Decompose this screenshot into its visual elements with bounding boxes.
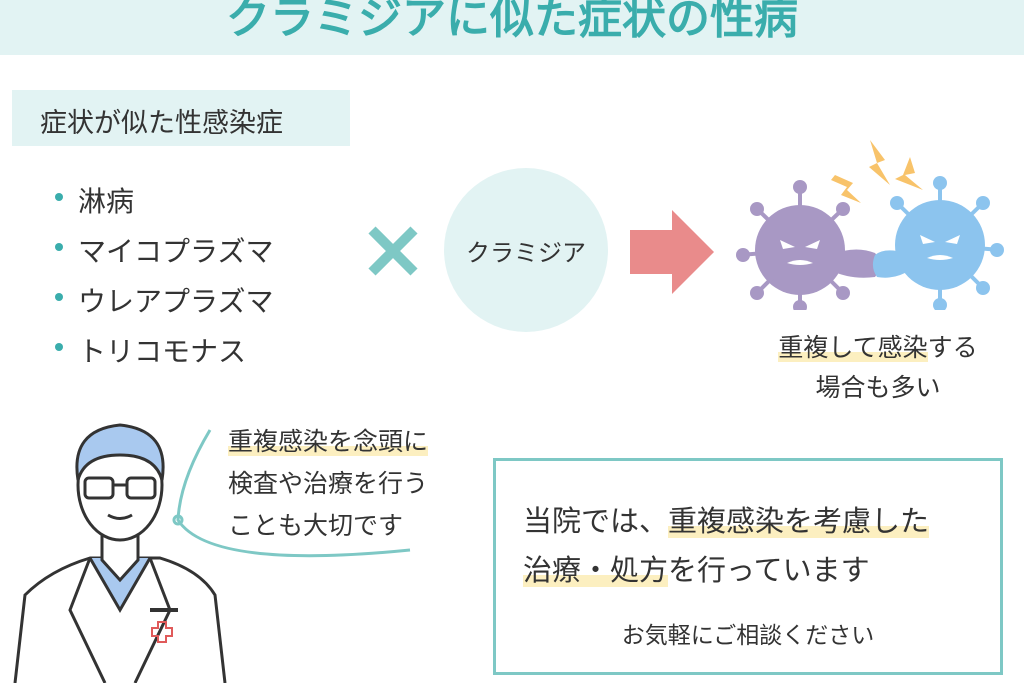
doctor-speech-line: ことも大切です (228, 511, 404, 540)
list-item: トリコモナス (78, 335, 247, 368)
list-item: マイコプラズマ (78, 235, 274, 268)
text: を行っています (668, 553, 870, 587)
list-item: ウレアプラズマ (78, 285, 274, 318)
bullet-icon (55, 343, 63, 351)
section-heading: 症状が似た性感染症 (40, 108, 283, 139)
bullet-icon (55, 193, 63, 201)
highlight-text: 重複して感染 (778, 333, 928, 362)
bullet-icon (55, 293, 63, 301)
arrow-right-icon (630, 210, 714, 294)
chlamydia-label: クラミジア (466, 239, 586, 267)
chlamydia-circle (444, 168, 608, 332)
header-banner (0, 0, 1024, 55)
doctor-speech-line: 重複感染を念頭に (228, 422, 429, 458)
list-item: 淋病 (78, 185, 135, 218)
highlight-text: 治療・処方 (523, 553, 669, 587)
page-title: クラミジアに似た症状の性病 (226, 0, 798, 44)
cross-icon (368, 226, 418, 276)
consult-text: お気軽にご相談ください (621, 623, 875, 649)
often-text: 場合も多い (815, 373, 941, 402)
doctor-speech-line: 検査や治療を行う (228, 469, 429, 498)
info-line-2: 治療・処方を行っています (523, 547, 870, 589)
highlight-text: 重複感染を考慮した (668, 504, 930, 538)
info-box (493, 458, 1003, 675)
section-heading-box (12, 90, 350, 146)
highlight-text: 重複感染を念頭に (228, 427, 429, 456)
virus-illustration-icon (736, 140, 1004, 310)
speech-bubble-tail (172, 429, 411, 558)
doctor-illustration-icon (13, 423, 227, 683)
overlap-infection-text: 重複して感染する (740, 328, 1016, 364)
info-line-1: 当院では、重複感染を考慮した (523, 498, 930, 540)
text: 当院では、 (523, 504, 669, 538)
text: する (927, 333, 978, 362)
bullet-icon (55, 243, 63, 251)
